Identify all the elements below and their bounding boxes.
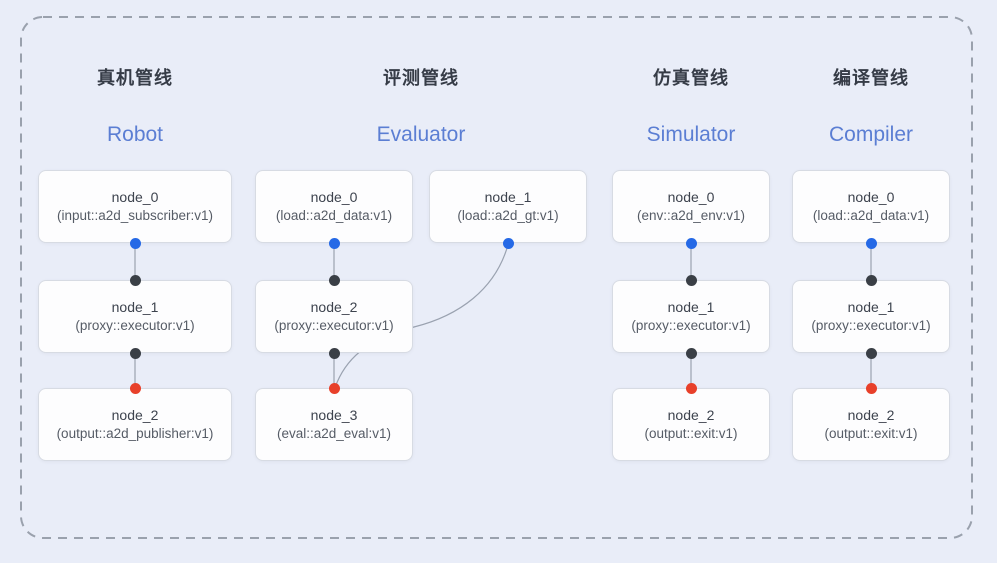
port-dot-blue <box>129 237 141 249</box>
node-compiler-node2: node_2 (output::exit:v1) <box>792 388 950 461</box>
pipeline-title-en-simulator: Simulator <box>646 123 736 146</box>
port-dot-dark <box>129 274 141 286</box>
port-dot-red <box>328 382 340 394</box>
node-type: (proxy::executor:v1) <box>811 318 931 334</box>
node-title: node_2 <box>310 298 358 315</box>
pipeline-title-en-compiler: Compiler <box>828 123 914 146</box>
node-title: node_0 <box>111 188 159 205</box>
node-title: node_0 <box>310 188 358 205</box>
port-dot-dark <box>685 347 697 359</box>
node-title: node_3 <box>310 406 358 423</box>
node-type: (env::a2d_env:v1) <box>636 208 746 224</box>
pipeline-title-en-robot: Robot <box>106 123 164 146</box>
node-evaluator-node2: node_2 (proxy::executor:v1) <box>255 280 413 353</box>
node-evaluator-node1: node_1 (load::a2d_gt:v1) <box>429 170 587 243</box>
port-dot-red <box>129 382 141 394</box>
port-dot-dark <box>865 274 877 286</box>
node-title: node_2 <box>111 406 159 423</box>
node-title: node_1 <box>847 298 895 315</box>
pipeline-title-en-evaluator: Evaluator <box>376 123 466 146</box>
pipeline-title-zh-simulator: 仿真管线 <box>653 68 729 88</box>
node-type: (proxy::executor:v1) <box>75 318 195 334</box>
node-type: (load::a2d_data:v1) <box>812 208 930 224</box>
node-title: node_1 <box>667 298 715 315</box>
node-simulator-node0: node_0 (env::a2d_env:v1) <box>612 170 770 243</box>
node-type: (output::exit:v1) <box>644 426 738 442</box>
node-evaluator-node3: node_3 (eval::a2d_eval:v1) <box>255 388 413 461</box>
pipeline-title-zh-evaluator: 评测管线 <box>383 68 459 88</box>
node-type: (output::exit:v1) <box>824 426 918 442</box>
node-type: (input::a2d_subscriber:v1) <box>56 208 214 224</box>
node-simulator-node2: node_2 (output::exit:v1) <box>612 388 770 461</box>
node-robot-node2: node_2 (output::a2d_publisher:v1) <box>38 388 232 461</box>
port-dot-dark <box>129 347 141 359</box>
node-title: node_0 <box>667 188 715 205</box>
node-title: node_2 <box>667 406 715 423</box>
node-compiler-node0: node_0 (load::a2d_data:v1) <box>792 170 950 243</box>
port-dot-blue <box>503 237 514 249</box>
node-robot-node1: node_1 (proxy::executor:v1) <box>38 280 232 353</box>
port-dot-blue <box>328 237 340 249</box>
dashed-frame <box>20 16 973 539</box>
node-title: node_2 <box>847 406 895 423</box>
node-title: node_1 <box>484 188 532 205</box>
port-dot-blue <box>685 237 697 249</box>
node-type: (proxy::executor:v1) <box>274 318 394 334</box>
port-dot-blue <box>865 237 877 249</box>
port-dot-dark <box>685 274 697 286</box>
node-title: node_1 <box>111 298 159 315</box>
port-dot-red <box>685 382 697 394</box>
node-type: (load::a2d_data:v1) <box>275 208 393 224</box>
node-evaluator-node0: node_0 (load::a2d_data:v1) <box>255 170 413 243</box>
node-type: (eval::a2d_eval:v1) <box>276 426 392 442</box>
node-compiler-node1: node_1 (proxy::executor:v1) <box>792 280 950 353</box>
port-dot-dark <box>328 274 340 286</box>
node-simulator-node1: node_1 (proxy::executor:v1) <box>612 280 770 353</box>
port-dot-dark <box>328 347 340 359</box>
port-dot-dark <box>865 347 877 359</box>
port-dot-red <box>865 382 877 394</box>
edge-eval-n1-n3 <box>335 242 510 386</box>
pipeline-title-zh-compiler: 编译管线 <box>833 68 909 88</box>
node-type: (proxy::executor:v1) <box>631 318 751 334</box>
node-type: (output::a2d_publisher:v1) <box>56 426 214 442</box>
node-robot-node0: node_0 (input::a2d_subscriber:v1) <box>38 170 232 243</box>
node-title: node_0 <box>847 188 895 205</box>
pipeline-title-zh-robot: 真机管线 <box>97 68 173 88</box>
node-type: (load::a2d_gt:v1) <box>457 208 559 224</box>
